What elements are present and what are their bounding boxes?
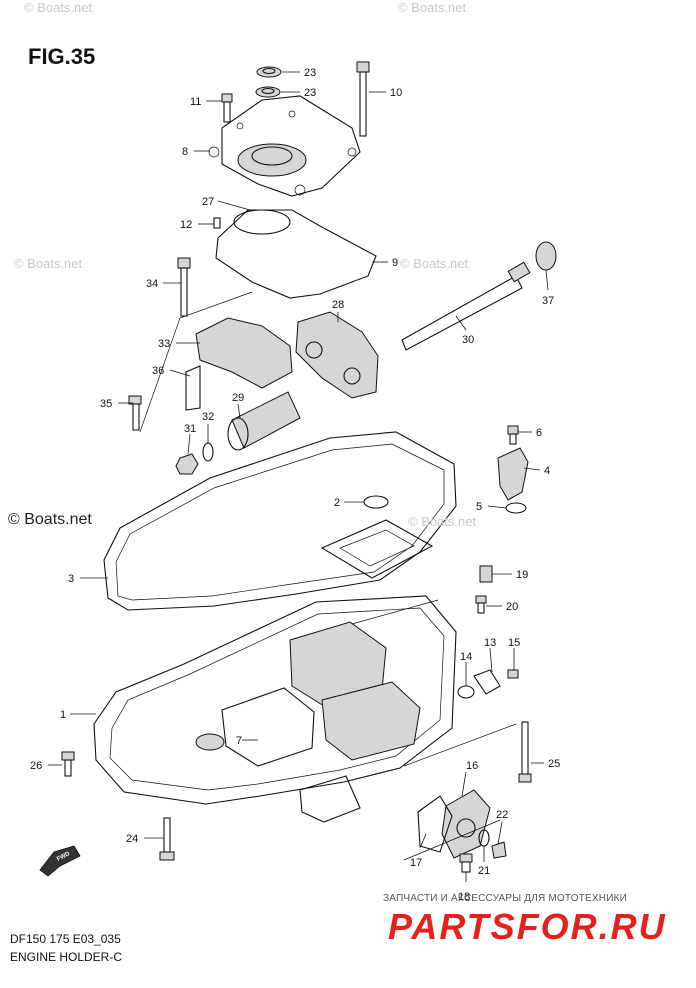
callout-22: 22 (496, 809, 508, 821)
watermark-faint: © Boats.net (24, 0, 93, 15)
watermark-faint: © Boats.net (14, 256, 83, 271)
callout-36: 36 (152, 365, 164, 377)
callout-labels: 23 23 11 10 8 27 12 9 37 34 28 30 33 36 … (30, 67, 560, 903)
callout-27: 27 (202, 196, 214, 208)
callout-23-upper: 23 (304, 67, 316, 79)
callout-9: 9 (392, 257, 398, 269)
watermark-faint: © Boats.net (408, 514, 477, 529)
callout-37: 37 (542, 295, 554, 307)
part-oring-27 (233, 209, 291, 235)
part-shaft-30 (401, 261, 531, 351)
part-seal-23-lower (255, 86, 281, 98)
callout-34: 34 (146, 278, 158, 290)
part-oring-5 (505, 502, 527, 514)
watermark-faint: © Boats.net (398, 0, 467, 15)
callout-10: 10 (390, 87, 402, 99)
part-bolt-18 (459, 853, 473, 873)
callout-19: 19 (516, 569, 528, 581)
figure-title: FIG.35 (28, 44, 96, 69)
part-bolt-34 (177, 257, 191, 317)
part-sensor-19 (479, 565, 493, 583)
part-plate-on-gasket (320, 519, 434, 579)
callout-23-lower: 23 (304, 87, 316, 99)
part-oring-2 (363, 495, 389, 509)
part-washer-32 (202, 442, 214, 462)
part-bolt-20 (475, 595, 487, 614)
watermark-boats-net: © Boats.net (8, 511, 92, 528)
callout-13: 13 (484, 637, 496, 649)
callout-35: 35 (100, 398, 112, 410)
part-gasket-17 (417, 795, 453, 853)
callout-26: 26 (30, 760, 42, 772)
part-bracket-33 (195, 317, 293, 389)
callout-8: 8 (182, 146, 188, 158)
part-bolt-15 (507, 669, 519, 679)
callout-17: 17 (410, 857, 422, 869)
part-fitting-4 (497, 447, 529, 501)
callout-7: 7 (236, 735, 242, 747)
callout-4: 4 (544, 465, 550, 477)
part-mount-28 (295, 311, 379, 399)
callout-20: 20 (506, 601, 518, 613)
part-washer-37 (535, 241, 557, 271)
callout-29: 29 (232, 392, 244, 404)
part-gasket-14 (457, 685, 475, 699)
part-nut-31 (175, 453, 199, 475)
callout-21: 21 (478, 865, 490, 877)
brand-logo-text: PARTSFOR.RU (388, 906, 667, 947)
part-bolt-35 (128, 395, 142, 431)
part-cover-16 (441, 789, 491, 859)
callout-3: 3 (68, 573, 74, 585)
part-pin-12 (213, 217, 221, 229)
part-seal-23-upper (256, 66, 282, 78)
part-clip-36 (185, 365, 201, 411)
part-bolt-11 (221, 93, 233, 123)
part-oil-pan-1 (93, 595, 457, 805)
callout-24: 24 (126, 833, 138, 845)
part-group-outline (139, 291, 253, 433)
part-bolt-6 (507, 425, 519, 445)
callout-30: 30 (462, 334, 474, 346)
group-name: ENGINE HOLDER-C (10, 950, 123, 964)
callout-32: 32 (202, 411, 214, 423)
callout-16: 16 (466, 760, 478, 772)
watermark-faint: © Boats.net (400, 256, 469, 271)
callout-25: 25 (548, 758, 560, 770)
part-long-bolt-10 (356, 61, 370, 137)
part-bushing-29 (227, 391, 301, 451)
callout-28: 28 (332, 299, 344, 311)
part-bolt-24 (159, 817, 175, 861)
callout-31: 31 (184, 423, 196, 435)
callout-15: 15 (508, 637, 520, 649)
callout-2: 2 (334, 497, 340, 509)
brand-tagline: ЗАПЧАСТИ И АКСЕССУАРЫ ДЛЯ МОТОТЕХНИКИ (383, 893, 628, 904)
callout-6: 6 (536, 427, 542, 439)
callout-5: 5 (476, 501, 482, 513)
leader-lines (48, 71, 549, 882)
part-bolt-26 (61, 751, 75, 777)
callout-11: 11 (190, 96, 201, 108)
part-gasket-3 (103, 431, 457, 611)
part-plug-22 (491, 841, 507, 859)
callout-12: 12 (180, 219, 192, 231)
part-plate-13 (473, 669, 501, 695)
part-upper-cover (208, 95, 361, 197)
callout-33: 33 (158, 338, 170, 350)
callout-18: 18 (458, 891, 470, 903)
callout-1: 1 (60, 709, 66, 721)
part-bolt-25 (518, 721, 532, 783)
model-code: DF150 175 E03_035 (10, 932, 121, 946)
part-gasket-9 (215, 209, 377, 299)
fwd-arrow-icon: FWD (39, 845, 81, 877)
callout-14: 14 (460, 651, 472, 663)
